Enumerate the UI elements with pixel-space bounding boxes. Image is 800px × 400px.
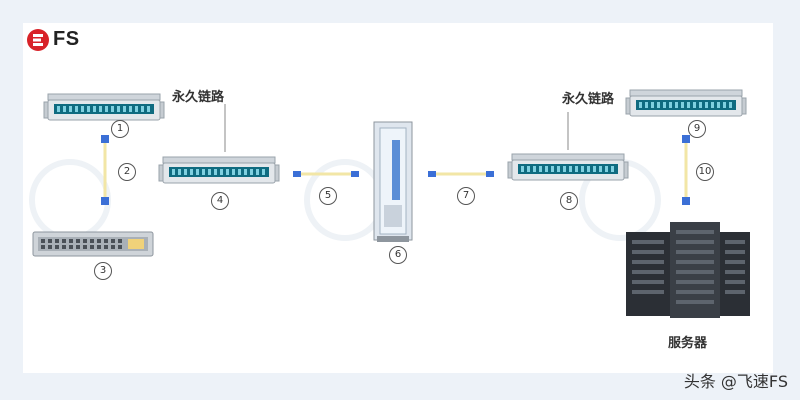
patch-cable-7 (428, 171, 494, 177)
marker-7: 7 (457, 187, 475, 205)
logo-text: FS (53, 28, 80, 50)
patch-panel-9 (625, 89, 747, 117)
fs-logo-icon (27, 28, 49, 51)
marker-6: 6 (389, 246, 407, 264)
marker-5: 5 (319, 187, 337, 205)
permanent-link-label-right: 永久链路 (562, 92, 615, 107)
server-label: 服务器 (668, 336, 708, 351)
watermark-text: 头条 @飞速FS (683, 372, 788, 391)
marker-8: 8 (560, 192, 578, 210)
marker-2: 2 (118, 163, 136, 181)
marker-4: 4 (211, 192, 229, 210)
fs-logo: FS (27, 28, 80, 51)
patch-panel-8 (507, 153, 629, 181)
server-rack (626, 222, 750, 318)
marker-1: 1 (111, 120, 129, 138)
cabinet-6 (373, 121, 413, 242)
marker-10: 10 (696, 163, 714, 181)
patch-panel-1 (43, 93, 165, 121)
marker-3: 3 (94, 262, 112, 280)
patch-cable-5 (293, 171, 359, 177)
patch-cable-2 (101, 135, 109, 205)
patch-panel-4 (158, 156, 280, 184)
marker-9: 9 (688, 120, 706, 138)
patch-cable-10 (682, 135, 690, 205)
permanent-link-label-left: 永久链路 (172, 90, 225, 105)
switch-3 (32, 231, 154, 257)
